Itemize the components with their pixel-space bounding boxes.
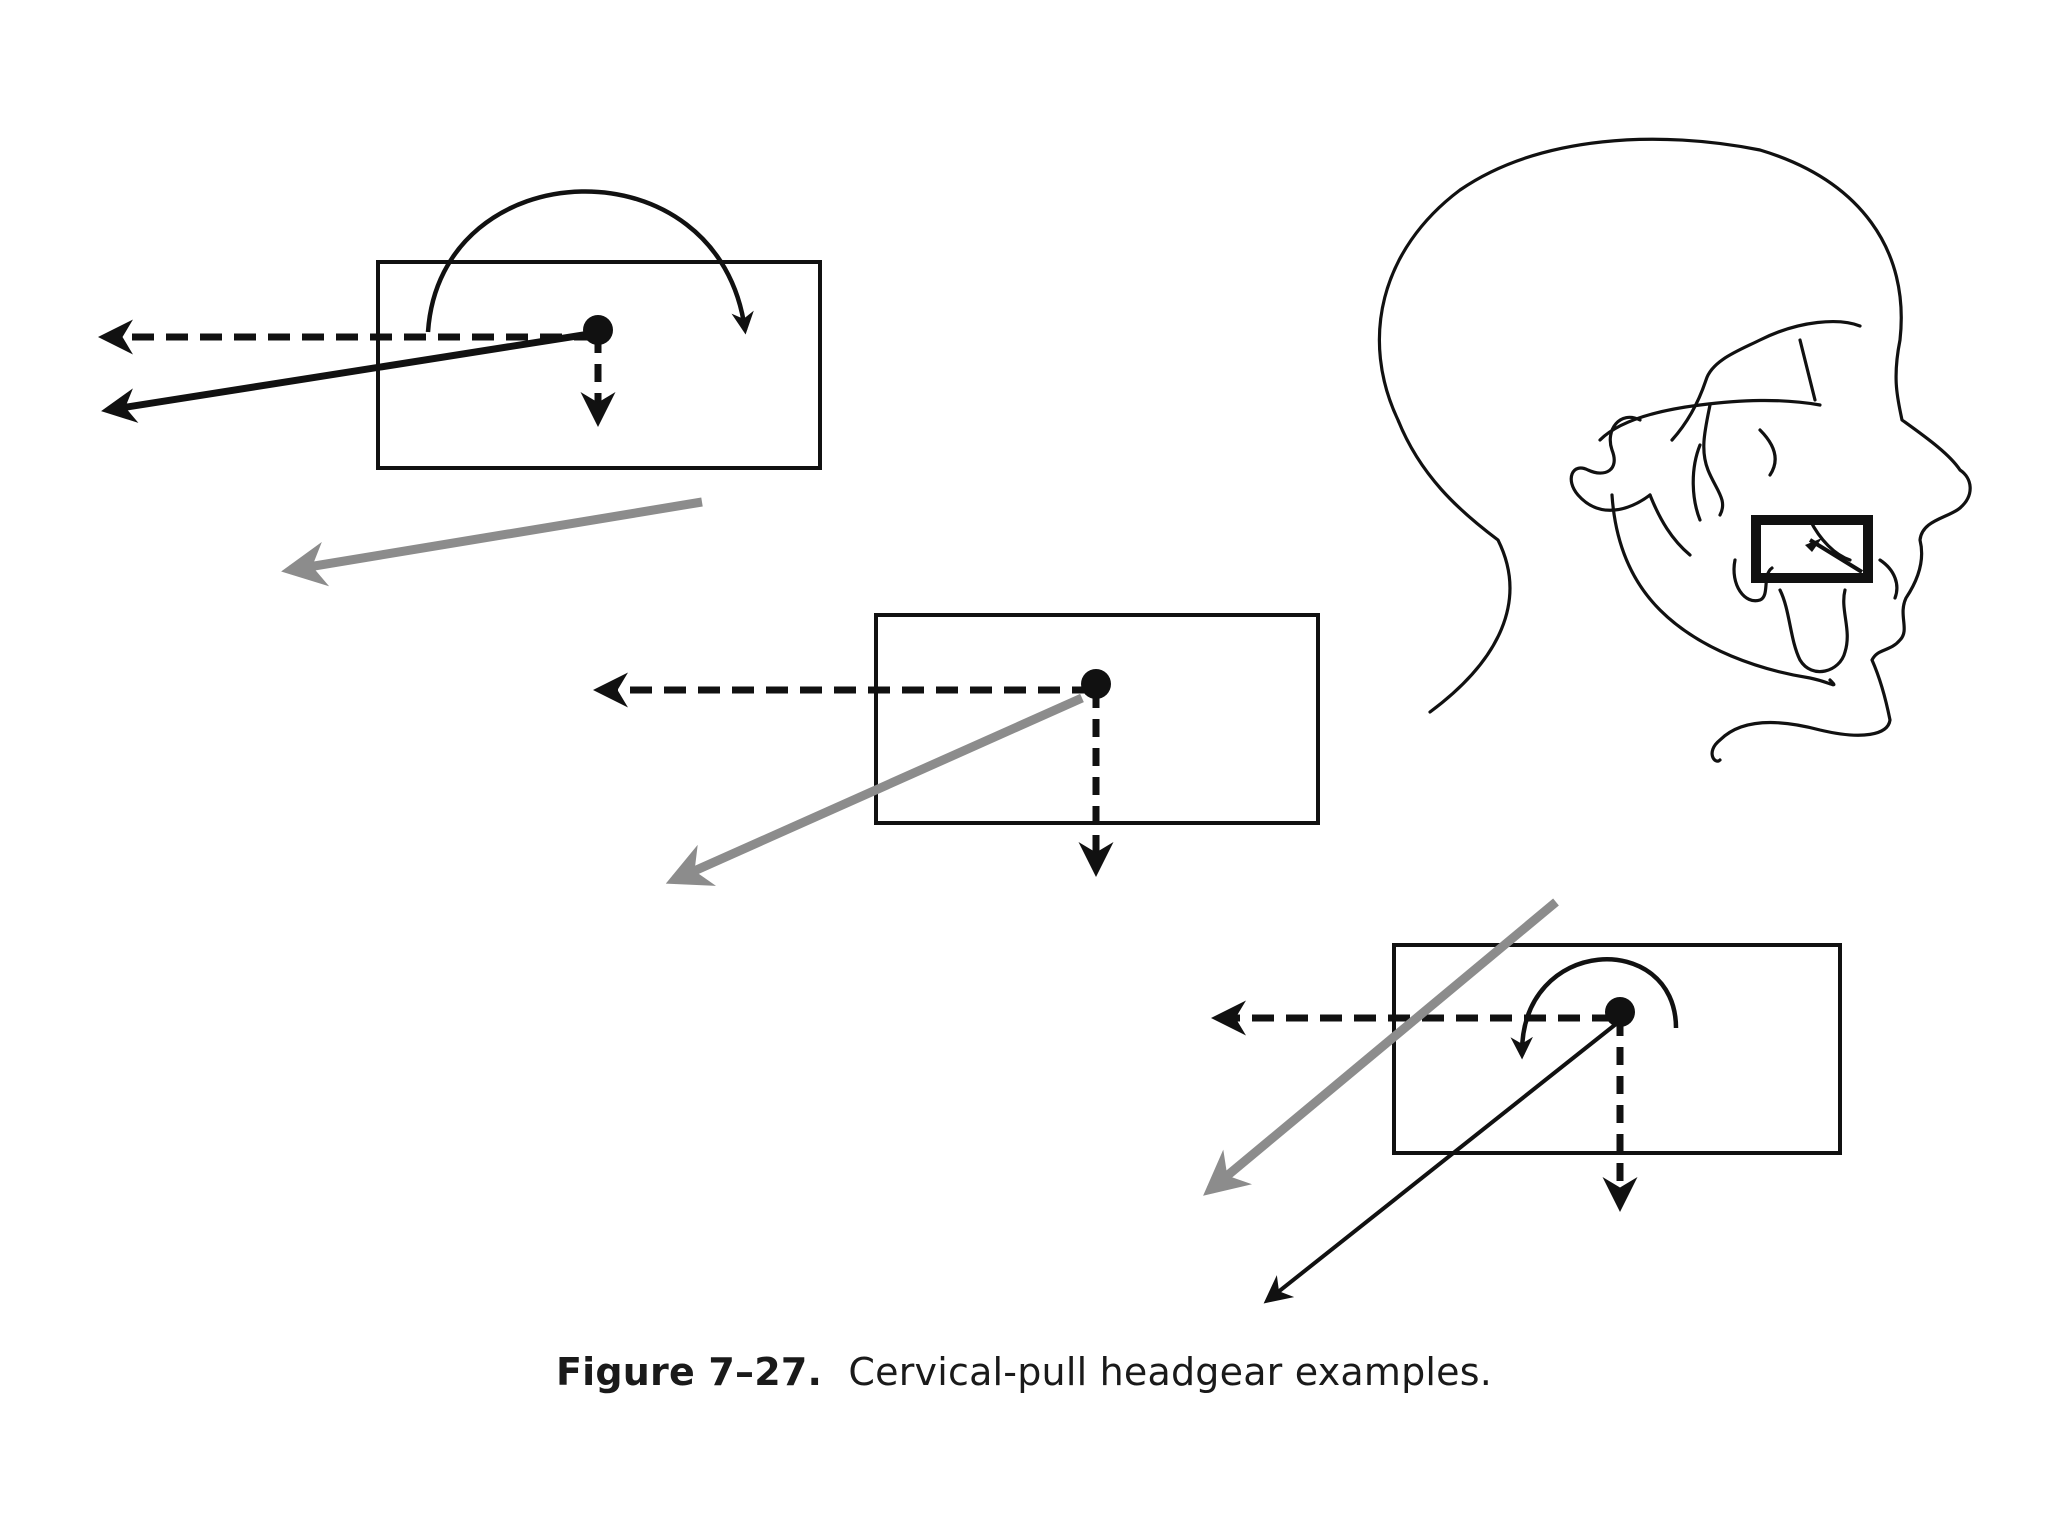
center-of-resistance-1 bbox=[583, 315, 613, 345]
resultant-force-arrow-3 bbox=[1263, 1022, 1618, 1304]
headgear-pull-arrow-2 bbox=[665, 693, 1084, 886]
example-2 bbox=[593, 613, 1320, 886]
center-of-resistance-3 bbox=[1605, 997, 1635, 1027]
moment-arc-3 bbox=[1510, 957, 1679, 1060]
headgear-pull-arrow-3 bbox=[1203, 898, 1559, 1196]
head-profile-icon bbox=[1377, 137, 1972, 763]
figure-caption: Figure 7–27. Cervical-pull headgear exam… bbox=[0, 1350, 2048, 1394]
center-of-resistance-2 bbox=[1081, 669, 1111, 699]
example-1 bbox=[98, 189, 822, 587]
resultant-force-arrow-1 bbox=[101, 329, 597, 423]
headgear-pull-arrow-1 bbox=[281, 497, 703, 587]
moment-arc-1 bbox=[425, 189, 754, 335]
molar-box-3 bbox=[1392, 943, 1842, 1155]
figure-label: Figure 7–27. bbox=[555, 1350, 823, 1394]
example-3 bbox=[1203, 898, 1842, 1304]
figure-caption-text: Cervical-pull headgear examples. bbox=[848, 1350, 1493, 1394]
headgear-location-box bbox=[1751, 515, 1873, 583]
